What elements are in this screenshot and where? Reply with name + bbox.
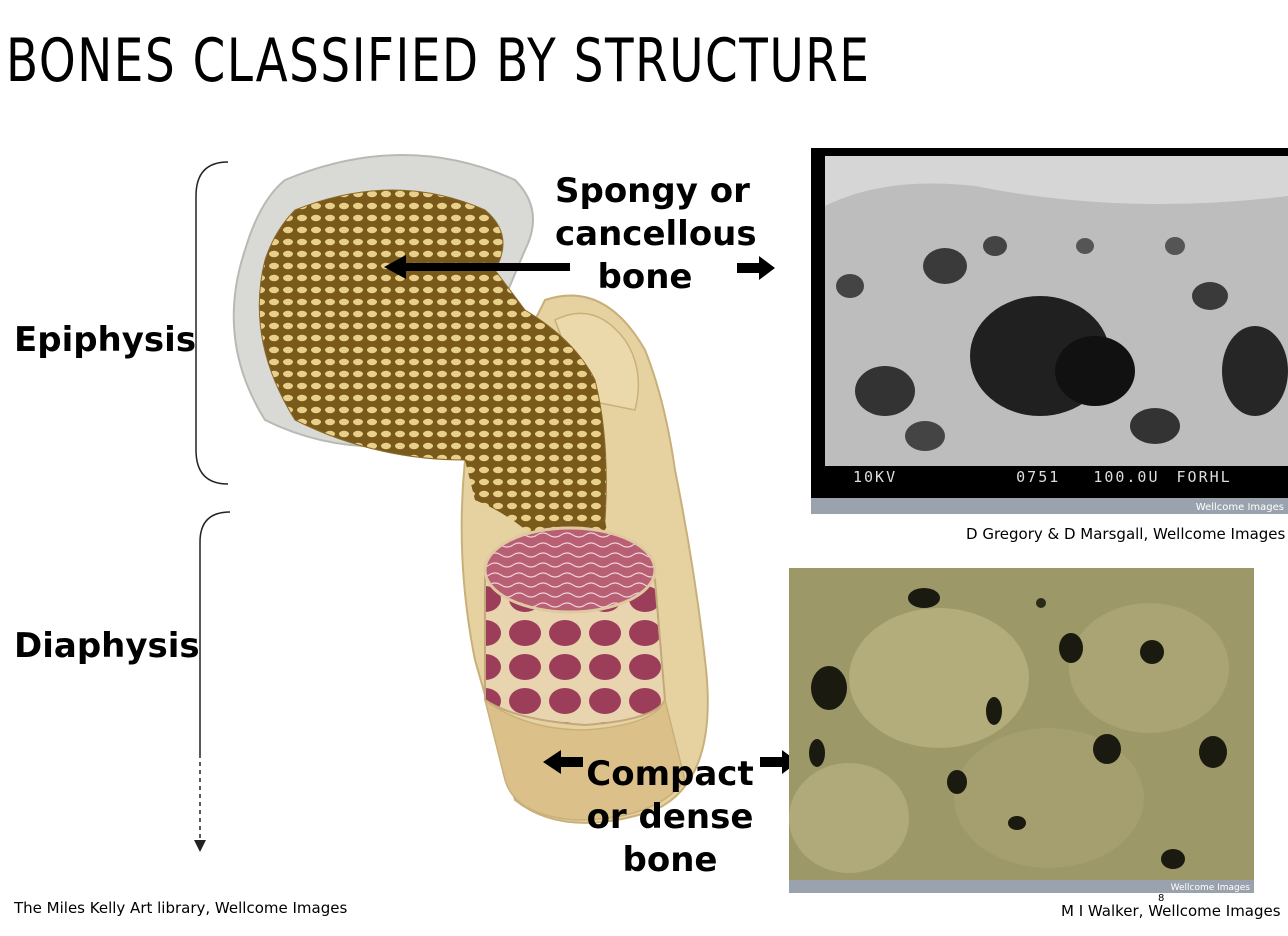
spongy-bone-micrograph: 10KV 0751 100.0U FORHL Wellcome Images xyxy=(811,148,1288,514)
diaphysis-label: Diaphysis xyxy=(14,626,200,666)
compact-bone-label-line-2: or dense xyxy=(580,796,760,839)
micrograph-readout: 10KV 0751 100.0U FORHL xyxy=(853,468,1232,486)
spongy-watermark-bar: Wellcome Images xyxy=(811,498,1288,514)
page-number: 8 xyxy=(1158,893,1164,904)
compact-bone-micrograph-image xyxy=(789,568,1254,880)
readout-scale: 100.0U xyxy=(1093,468,1159,486)
spongy-pointer-arrow xyxy=(382,253,572,281)
spongy-bone-label-line-3: bone xyxy=(555,256,735,299)
readout-frame: 0751 xyxy=(1016,468,1060,486)
illustration-credit: The Miles Kelly Art library, Wellcome Im… xyxy=(14,899,347,917)
spongy-bone-label-line-1: Spongy or xyxy=(555,170,735,213)
compact-bone-label-line-1: Compact xyxy=(580,753,760,796)
compact-bone-label: Compact or dense bone xyxy=(580,753,760,882)
spongy-photo-credit: D Gregory & D Marsgall, Wellcome Images xyxy=(966,525,1285,543)
spongy-bone-label: Spongy or cancellous bone xyxy=(555,170,735,299)
compact-watermark: Wellcome Images xyxy=(1171,883,1250,893)
readout-code: FORHL xyxy=(1177,468,1232,486)
spongy-bone-label-line-2: cancellous xyxy=(555,213,735,256)
compact-watermark-bar: Wellcome Images xyxy=(789,880,1254,893)
epiphysis-label: Epiphysis xyxy=(14,320,196,360)
compact-pointer-arrow xyxy=(543,750,585,774)
compact-photo-credit: M I Walker, Wellcome Images xyxy=(1061,902,1281,920)
spongy-watermark: Wellcome Images xyxy=(1196,502,1284,513)
spongy-to-photo-arrow xyxy=(737,256,777,280)
compact-bone-micrograph: Wellcome Images xyxy=(789,568,1254,893)
readout-voltage: 10KV xyxy=(853,468,897,486)
spongy-bone-micrograph-image xyxy=(825,156,1288,466)
slide-title: BONES CLASSIFIED BY STRUCTURE xyxy=(6,26,870,96)
compact-bone-label-line-3: bone xyxy=(580,839,760,882)
